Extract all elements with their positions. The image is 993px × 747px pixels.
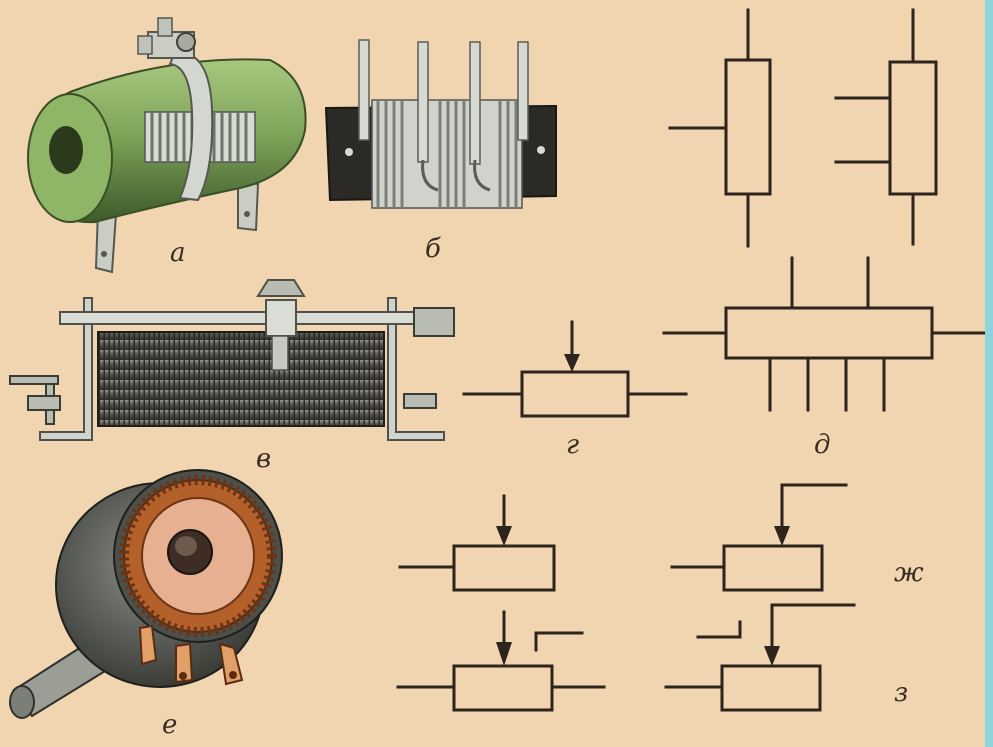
label-v: в — [256, 444, 272, 474]
coil — [97, 331, 385, 427]
label-b: б — [425, 234, 441, 264]
symbol-rheostat-right — [664, 603, 856, 712]
figure-v-slide-rheostat — [9, 279, 455, 441]
arrow-zh-left — [496, 526, 512, 546]
label-z: з — [894, 678, 909, 708]
label-a: а — [170, 238, 186, 268]
symbol-potentiometer-right — [670, 483, 848, 592]
figure-a-tubular-resistor — [27, 17, 307, 274]
wire-strips — [371, 99, 523, 209]
label-g: г — [566, 430, 580, 460]
tap-leads — [358, 39, 529, 165]
symbol-resistor-one-tap — [668, 8, 772, 248]
slider-carriage — [265, 299, 297, 337]
label-d: д — [814, 430, 831, 460]
arrow-z-right — [764, 646, 780, 666]
slider-rod — [59, 311, 421, 325]
arrow-zh-right — [774, 526, 790, 546]
tube-bore — [49, 126, 83, 174]
symbol-resistor-multi-tap — [662, 256, 988, 412]
arrow-z-left — [496, 642, 512, 666]
symbol-resistor-two-taps — [834, 8, 938, 246]
terminal-right — [237, 180, 260, 232]
figure-b-tapped-resistor — [324, 39, 557, 209]
arrowheads — [496, 354, 790, 666]
symbol-rheostat-left — [396, 610, 606, 712]
terminal-right — [413, 307, 455, 337]
slider-clamp — [168, 50, 214, 202]
symbol-potentiometer-left — [398, 494, 556, 592]
label-zh: ж — [894, 558, 924, 588]
clamp-screw — [176, 32, 196, 52]
right-edge-strip — [985, 0, 993, 747]
symbol-variable-resistor — [462, 320, 688, 418]
figure-e-potentiometer — [9, 469, 283, 719]
arrow-g — [564, 354, 580, 372]
label-e: е — [162, 710, 178, 740]
slider-knob — [256, 279, 306, 297]
terminal-left — [9, 375, 59, 385]
